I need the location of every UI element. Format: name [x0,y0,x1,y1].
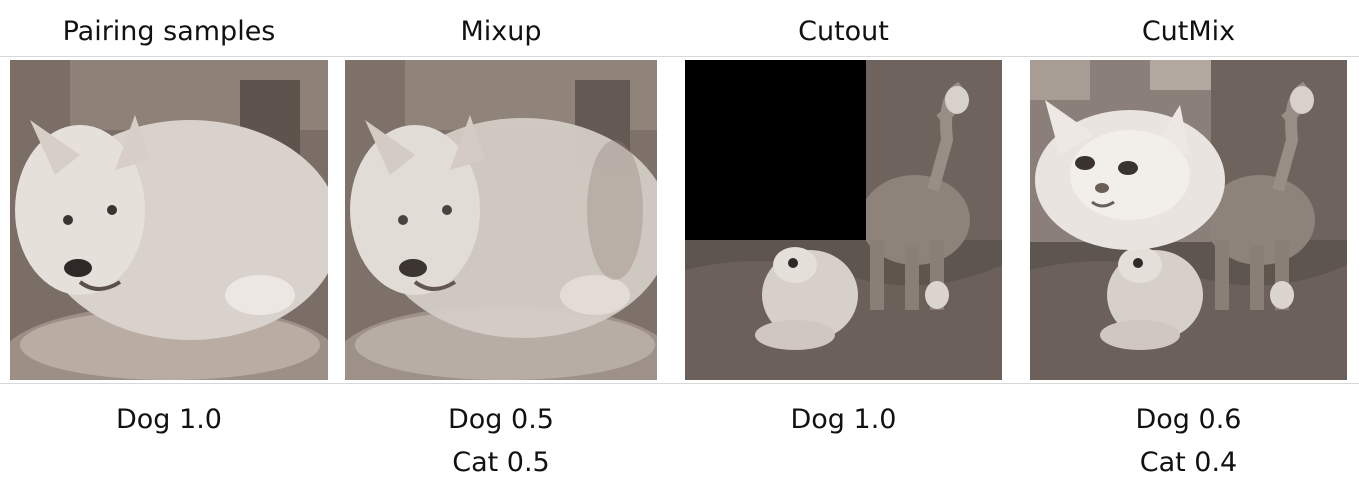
label-line: Cat 0.5 [452,447,550,478]
top-rule [0,56,1359,57]
column-title: CutMix [1141,16,1236,47]
column-title: Pairing samples [62,16,276,47]
cutout-photo [685,60,1002,380]
column-title: Cutout [798,16,889,47]
label-line: Dog 0.5 [448,404,554,435]
column-cutmix: CutMix [1030,0,1347,504]
column-cutout: Cutout Dog 1.0 [685,0,1002,504]
label-group: Dog 1.0 [685,398,1002,441]
dog-photo [10,60,328,380]
label-line: Dog 1.0 [790,404,897,435]
bottom-rule [0,383,1359,384]
label-line: Dog 1.0 [116,404,222,435]
column-title: Mixup [460,16,542,47]
label-group: Dog 0.6 Cat 0.4 [1030,398,1347,484]
label-group: Dog 1.0 [10,398,328,441]
label-line: Dog 0.6 [1135,404,1242,435]
column-pairing-samples: Pairing samples Dog 1.0 [10,0,328,504]
label-line: Cat 0.4 [1139,447,1238,478]
mixup-photo [345,60,657,380]
column-mixup: Mixup Dog 0.5 Cat 0.5 [345,0,657,504]
cutmix-photo [1030,60,1347,380]
label-group: Dog 0.5 Cat 0.5 [345,398,657,484]
